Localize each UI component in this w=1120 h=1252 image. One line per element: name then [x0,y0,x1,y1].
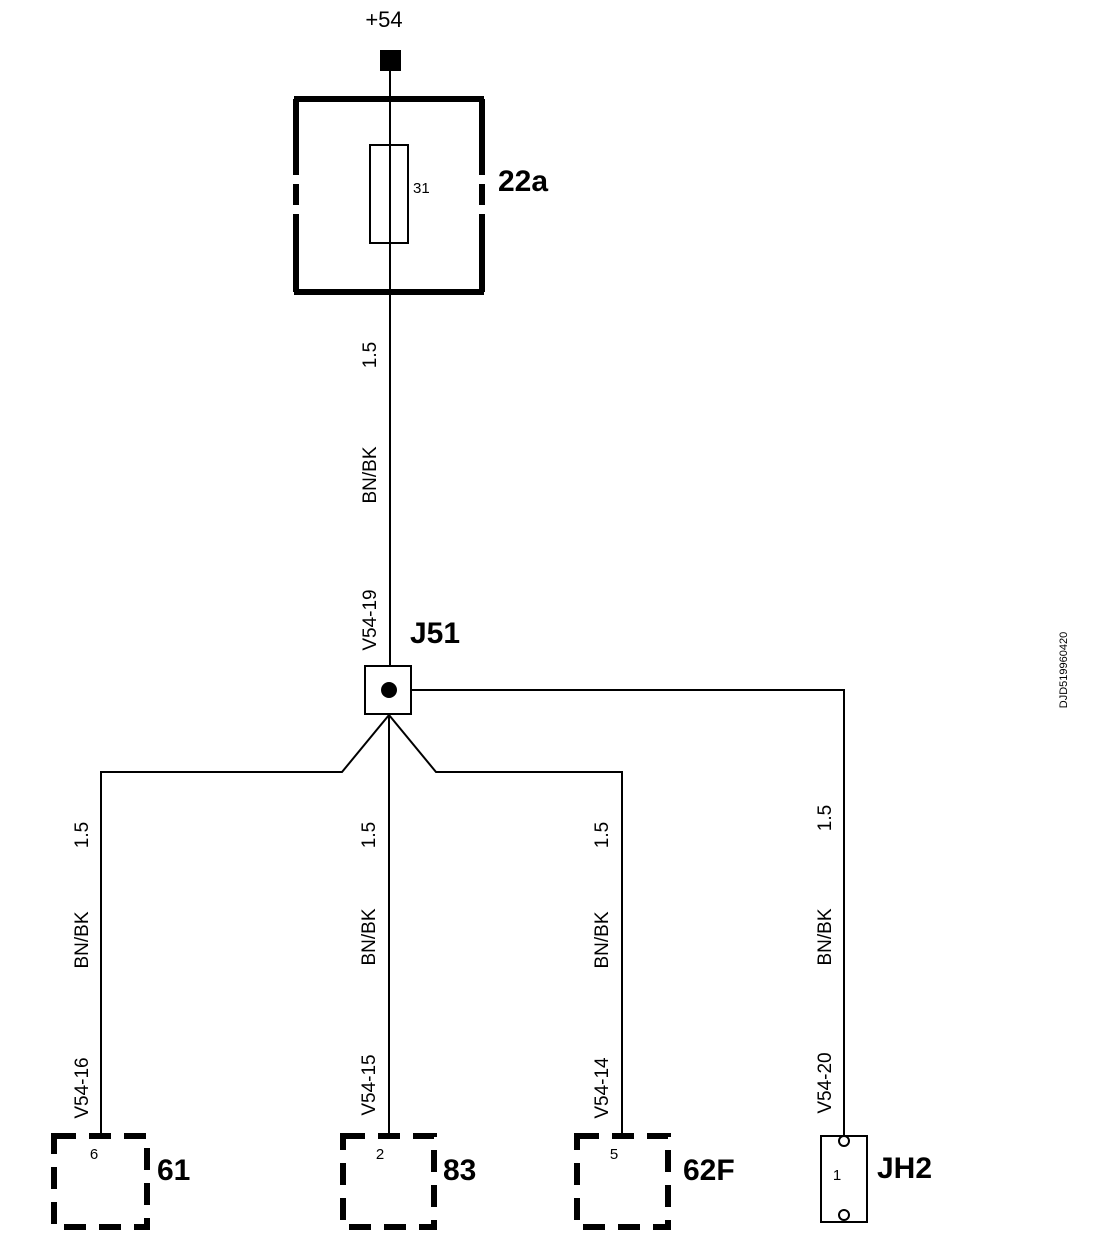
connector-jh2-id: JH2 [877,1152,932,1185]
branch-61-pin-code: V54-16 [72,1057,93,1118]
branch-62f-color: BN/BK [592,911,613,968]
supply-label: +54 [365,7,402,32]
branch-83-color: BN/BK [359,908,380,965]
branch-83-gauge: 1.5 [359,822,380,848]
connector-61-pin: 6 [90,1146,98,1163]
supply-terminal-icon [380,50,401,71]
branch-62f-pin-code: V54-14 [592,1057,613,1119]
branch-61-color: BN/BK [72,911,93,968]
connector-62f-pin: 5 [610,1146,618,1163]
connector-61-id: 61 [157,1154,190,1187]
connector-62f-id: 62F [683,1154,735,1187]
junction-id: J51 [410,617,460,650]
connector-62f-box [574,1133,671,1230]
branch-83-pin-code: V54-15 [359,1054,380,1115]
fuse-number: 31 [413,180,430,197]
branch-62f-gauge: 1.5 [592,822,613,848]
branch-wires [100,689,845,1138]
fuse-box-id: 22a [498,165,548,198]
terminal-top-icon [838,1135,850,1147]
terminal-bottom-icon [838,1209,850,1221]
branch-jh2-gauge: 1.5 [815,805,836,831]
connector-83-id: 83 [443,1154,476,1187]
main-wire-gauge: 1.5 [360,342,381,368]
main-wire-color: BN/BK [360,446,381,503]
connector-jh2-box [820,1135,868,1223]
branch-61-gauge: 1.5 [72,822,93,848]
connector-61-box [51,1133,150,1230]
connector-83-pin: 2 [376,1146,384,1163]
branch-jh2-pin-code: V54-20 [815,1052,836,1113]
fuse-box-22a [293,96,485,295]
connector-jh2-pin: 1 [833,1167,841,1184]
doc-code: DJD519960420 [1058,632,1070,708]
connector-83-box [340,1133,437,1230]
splice-dot-icon [381,682,397,698]
branch-jh2-color: BN/BK [815,908,836,965]
junction-pin-code: V54-19 [360,589,381,650]
